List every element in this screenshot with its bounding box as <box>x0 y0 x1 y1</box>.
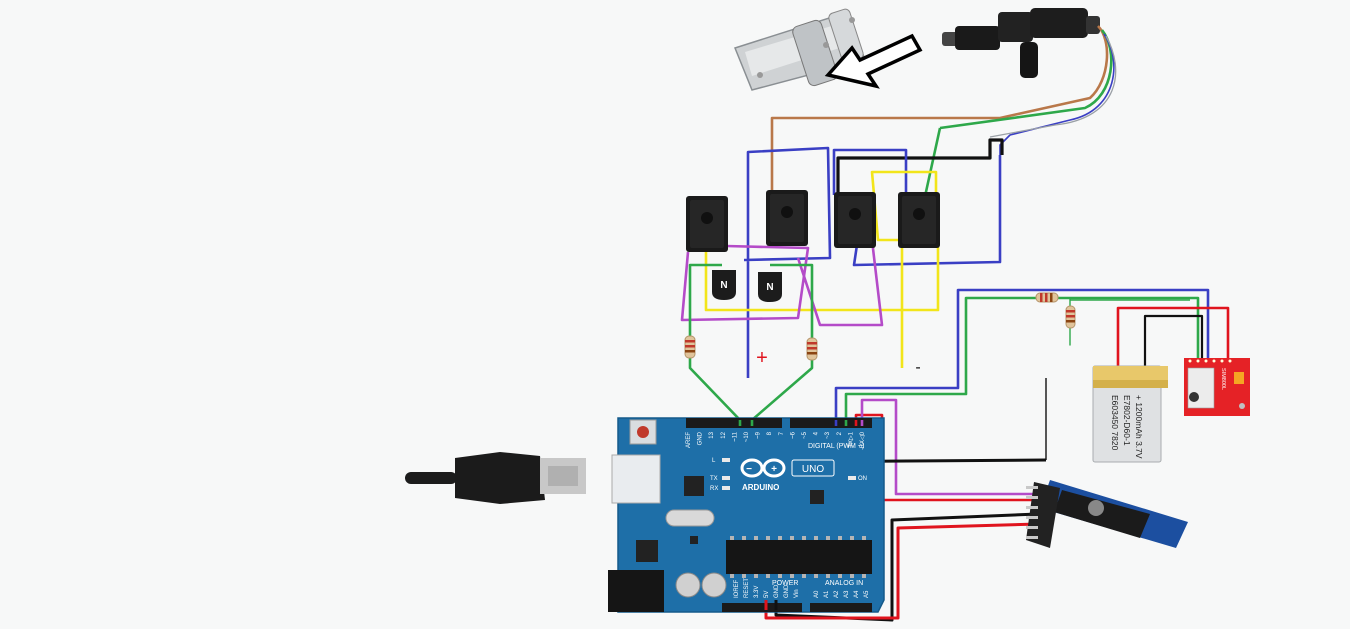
relay-4 <box>898 192 940 248</box>
relay-2 <box>766 190 808 246</box>
pin-label: 7 <box>779 431 785 435</box>
gsm-module-sim800l: SIM800L <box>1184 358 1250 416</box>
arduino-model-text: UNO <box>802 464 824 475</box>
led-l-label: L <box>712 458 716 464</box>
minus-marker: - <box>915 359 920 376</box>
pin-label: 13 <box>709 431 715 438</box>
battery-text-1: E603450 7820 <box>1110 395 1120 451</box>
wire-purple-bt <box>860 398 1038 496</box>
pin-label: A3 <box>844 590 850 598</box>
pin-label: GND <box>784 584 790 598</box>
pin-label: GND <box>698 431 704 445</box>
transistor-1-label: N <box>720 280 727 291</box>
wire-green-pin10 <box>751 358 814 421</box>
wire-green-gsm-2 <box>1069 298 1190 346</box>
pin-label: TX▷1 <box>848 431 854 447</box>
pin-label: ~5 <box>802 431 808 439</box>
pin-label: 12 <box>721 431 727 438</box>
wire-green-trans-1 <box>688 263 722 338</box>
pin-label: IOREF <box>734 579 740 598</box>
wire-purple-a <box>680 244 810 322</box>
pin-label: ~3 <box>825 431 831 439</box>
wire-purple-b <box>796 239 884 327</box>
resistor-2 <box>806 337 818 361</box>
digital-pin-labels: AREF GND 13 12 ~11 ~10 ~9 8 7 ~6 ~5 4 ~3 2 TX▷1 RX◁0 <box>686 431 866 448</box>
svg-text:+: + <box>771 464 777 475</box>
arrow-icon <box>824 33 923 89</box>
resistor-3 <box>1035 292 1059 303</box>
wire-blue-gsm <box>834 288 1210 420</box>
digital-header-label: DIGITAL (PWM ~) <box>808 443 864 450</box>
pin-label: ~11 <box>732 431 738 441</box>
analog-pin-labels: A0 A1 A2 A3 A4 A5 <box>814 590 870 598</box>
pin-label: RX◁0 <box>860 431 866 448</box>
wire-blue-relay-a <box>743 146 832 378</box>
resistor-1 <box>684 335 696 359</box>
lipo-battery: E603450 7820 E7802-D60-1 + 1200mAh 3.7V <box>1092 365 1168 463</box>
usb-cable <box>405 452 586 504</box>
led-rx-label: RX <box>710 486 718 492</box>
battery-text-2: E7802-D60-1 <box>1122 395 1132 446</box>
pin-label: A0 <box>814 590 820 598</box>
transistor-1: N <box>712 270 736 300</box>
pin-label: ~10 <box>744 431 750 442</box>
pin-label: A4 <box>854 590 860 598</box>
wire-brown-relay <box>770 116 970 195</box>
gsm-label: SIM800L <box>1220 368 1226 390</box>
power-header-label: POWER <box>772 580 798 587</box>
wire-blue-relay-c <box>852 155 1002 267</box>
led-tx-label: TX <box>710 476 718 482</box>
pin-label: AREF <box>686 432 692 448</box>
pin-label: 8 <box>767 431 773 435</box>
wire-gray-actuator <box>989 35 1117 138</box>
power-pin-labels: IOREF RESET 3.3V 5V GND GND Vin <box>734 578 800 598</box>
arduino-logo-text: ARDUINO <box>742 483 779 492</box>
transistor-2-label: N <box>766 282 773 293</box>
plus-marker: + <box>756 347 768 369</box>
wire-black-relay <box>836 138 1004 195</box>
analog-header-label: ANALOG IN <box>825 580 863 587</box>
door-lock-actuator <box>942 8 1100 78</box>
led-on-label: ON <box>858 476 867 482</box>
wire-blue-actuator <box>999 33 1115 155</box>
relay-1 <box>686 196 728 252</box>
resistor-4 <box>1065 305 1076 329</box>
wire-green-trans-2 <box>770 263 814 342</box>
pin-label: A5 <box>864 590 870 598</box>
pin-label: 2 <box>837 431 843 435</box>
wire-green-pin11 <box>688 358 741 421</box>
pin-label: GND <box>774 584 780 598</box>
pin-label: 4 <box>814 431 820 435</box>
relay-3 <box>834 192 876 248</box>
pin-label: 5V <box>764 591 770 598</box>
battery-text-3: + 1200mAh 3.7V <box>1134 395 1144 459</box>
pin-label: 3.3V <box>754 586 760 598</box>
arduino-uno-board: − + <box>608 417 885 613</box>
door-bolt-image <box>734 8 866 91</box>
pin-label: ~6 <box>790 431 796 439</box>
wire-red-battery <box>1116 306 1230 368</box>
pin-label: Vin <box>794 589 800 598</box>
transistor-2: N <box>758 272 782 302</box>
pin-label: ~9 <box>756 431 762 439</box>
bluetooth-module-hc05 <box>1026 480 1188 548</box>
svg-text:−: − <box>746 464 752 475</box>
pin-label: RESET <box>744 578 750 598</box>
pin-label: A1 <box>824 590 830 598</box>
pin-label: A2 <box>834 590 840 598</box>
wire-red-bt-vcc <box>854 413 1038 502</box>
wire-black-battery <box>1143 314 1204 368</box>
